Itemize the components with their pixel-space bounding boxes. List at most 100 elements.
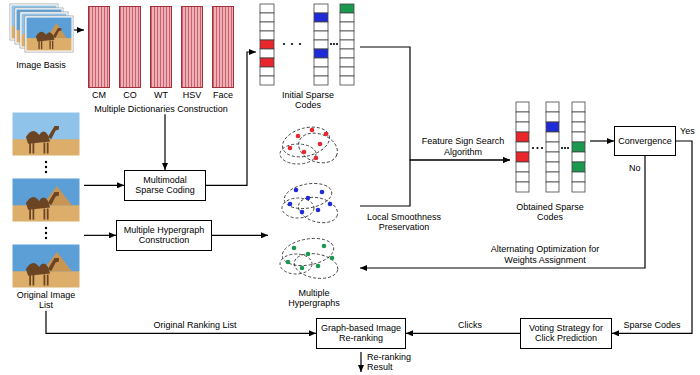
illustration-part: [546, 172, 559, 182]
illustration-part: [322, 244, 327, 249]
illustration-part: [45, 227, 47, 229]
box-label: Multiple Hypergraph Construction: [120, 225, 208, 246]
flow-note: Re-ranking Result: [366, 352, 420, 373]
illustration-part: [516, 102, 529, 112]
illustration-part: [26, 17, 72, 51]
illustration-part: [572, 152, 585, 162]
caption: Face: [210, 90, 236, 100]
caption: Multiple Hypergraphs: [274, 288, 354, 309]
caption: CM: [86, 90, 112, 100]
illustration-part: [36, 28, 62, 49]
illustration-part: [330, 256, 335, 261]
dictionary-fill: [119, 6, 141, 88]
process-box: Convergence: [614, 126, 676, 156]
illustration-part: [516, 152, 529, 162]
illustration-part: [300, 266, 305, 271]
illustration-part: [48, 126, 59, 139]
illustration-part: [53, 28, 62, 38]
illustration: [268, 118, 360, 286]
illustration-part: [340, 4, 354, 13]
illustration-part: [286, 260, 291, 265]
process-box: Multiple Hypergraph Construction: [116, 220, 212, 251]
process-box: Graph-based Image Re-ranking: [316, 318, 406, 349]
illustration-part: [45, 232, 47, 234]
illustration-part: [12, 112, 80, 156]
illustration-part: [572, 142, 585, 152]
illustration-part: [48, 258, 59, 271]
illustration-part: [26, 197, 50, 210]
illustration-part: [572, 132, 585, 142]
illustration-part: [26, 126, 59, 154]
illustration-part: [52, 41, 53, 50]
illustration-part: [260, 67, 274, 76]
illustration-part: [516, 182, 529, 192]
illustration-part: [26, 131, 50, 144]
illustration-part: [260, 40, 274, 49]
illustration-part: [314, 156, 319, 161]
illustration-part: [314, 76, 328, 85]
box-label: Voting Strategy for Click Prediction: [524, 323, 608, 344]
illustration-part: [516, 132, 529, 142]
illustration-part: [33, 143, 35, 154]
illustration-part: [48, 192, 59, 205]
illustration-part: [292, 250, 339, 281]
illustration-part: [26, 263, 50, 276]
illustration-part: [340, 13, 354, 22]
illustration-part: [314, 22, 328, 31]
flow-arrow: [164, 114, 165, 170]
illustration-part: [572, 162, 585, 172]
illustration-part: [47, 275, 49, 286]
illustration-part: [546, 142, 559, 152]
edge-label: Original Ranking List: [120, 320, 270, 330]
illustration-part: [299, 43, 301, 45]
sparse-code-vectors: Initial Sparse Codes: [256, 2, 360, 111]
illustration-part: [260, 49, 274, 58]
dictionary-fill: [150, 6, 172, 88]
illustration-part: [282, 180, 333, 212]
caption: HSV: [179, 90, 205, 100]
illustration-part: [291, 43, 293, 45]
illustration-part: [260, 22, 274, 31]
illustration-part: [296, 134, 301, 139]
flow-arrow: [406, 333, 520, 334]
caption: Original Image List: [11, 290, 81, 311]
illustration-part: [546, 152, 559, 162]
edge-label: Alternating Optimization for Weights Ass…: [486, 244, 604, 265]
box-label: Graph-based Image Re-ranking: [320, 323, 402, 344]
dictionary-bar: CO: [117, 6, 143, 100]
illustration-part: [314, 58, 328, 67]
illustration-part: [572, 122, 585, 132]
edge-label: Local Smoothness Preservation: [364, 212, 444, 233]
caption: CO: [117, 90, 143, 100]
illustration-part: [12, 178, 80, 222]
illustration-part: [279, 122, 333, 161]
illustration-part: [260, 4, 274, 13]
illustration-part: [283, 43, 285, 45]
illustration-part: [336, 43, 338, 45]
illustration-part: [316, 264, 321, 269]
illustration-part: [33, 209, 35, 220]
illustration-part: [340, 58, 354, 67]
flow-arrow: [212, 235, 268, 236]
edge-label: Feature Sign Search Algorithm: [420, 136, 506, 157]
flow-note: Yes: [679, 126, 699, 136]
illustration-part: [294, 188, 299, 193]
illustration-part: [572, 112, 585, 122]
illustration-part: [564, 147, 566, 149]
dictionary-fill: [181, 6, 203, 88]
illustration: [8, 112, 84, 288]
illustration-part: [314, 49, 328, 58]
flow-arrow: [360, 156, 645, 268]
illustration-part: [546, 132, 559, 142]
illustration-part: [12, 244, 80, 288]
illustration-part: [310, 128, 315, 133]
illustration-part: [340, 31, 354, 40]
illustration-part: [288, 146, 293, 151]
illustration-part: [572, 102, 585, 112]
illustration-part: [333, 43, 335, 45]
dictionary-fill: [88, 6, 110, 88]
illustration-part: [340, 22, 354, 31]
illustration-part: [306, 196, 311, 201]
illustration: [256, 2, 360, 88]
